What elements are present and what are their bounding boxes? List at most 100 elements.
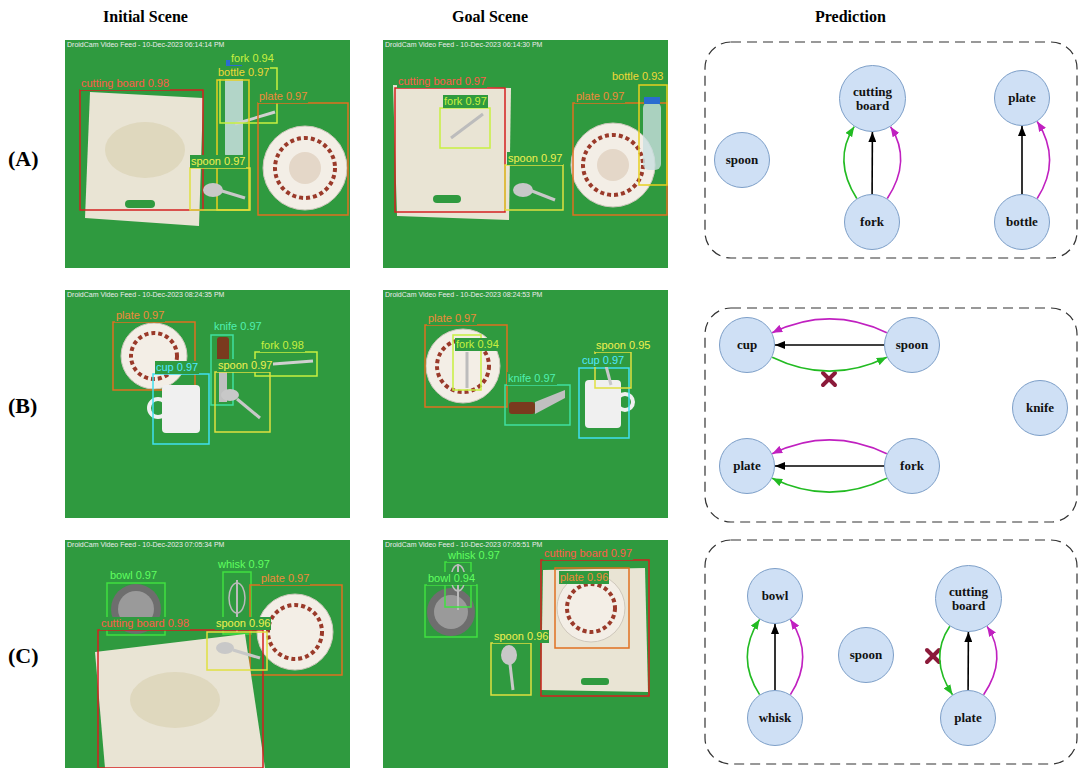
detection-label: fork 0.98 <box>260 339 305 352</box>
node-label: plate <box>733 459 760 473</box>
object-node: bottle <box>994 194 1050 250</box>
object-node: plate <box>940 690 996 746</box>
node-label: cup <box>737 338 757 352</box>
relation-arrow <box>1037 122 1049 199</box>
detection-label: bottle 0.97 <box>217 66 270 79</box>
object-node: fork <box>844 194 900 250</box>
object-node: whisk <box>747 690 803 746</box>
relation-arrow <box>1021 126 1023 194</box>
detection-label: knife 0.97 <box>213 320 263 333</box>
photo-b-initial <box>65 290 350 518</box>
detection-label: fork 0.94 <box>230 52 275 65</box>
detection-label: cup 0.97 <box>581 354 625 367</box>
node-label: fork <box>860 215 884 229</box>
detection-label: fork 0.97 <box>443 95 488 108</box>
column-header: Goal Scene <box>452 8 528 26</box>
node-label: bowl <box>762 589 789 603</box>
relation-arrow <box>747 619 759 694</box>
timestamp: DroidCam Video Feed - 10-Dec-2023 08:24:… <box>385 291 542 299</box>
detection-label: spoon 0.96 <box>493 630 549 643</box>
detection-label: cutting board 0.97 <box>543 547 633 560</box>
relation-arrow <box>774 624 776 690</box>
object-node: plate <box>994 70 1050 126</box>
column-header: Prediction <box>815 8 886 26</box>
detection-label: cup 0.97 <box>155 361 199 374</box>
detection-label: cutting board 0.98 <box>100 617 190 630</box>
relation-arrow <box>967 632 969 690</box>
node-label: cutting board <box>847 85 899 112</box>
detection-label: plate 0.96 <box>559 571 609 584</box>
relation-arrow <box>775 465 884 467</box>
detection-label: spoon 0.95 <box>595 339 651 352</box>
row-label: (C) <box>8 643 39 669</box>
object-node: cup <box>719 317 775 373</box>
detection-label: cutting board 0.97 <box>397 75 487 88</box>
node-label: spoon <box>726 153 759 167</box>
relation-arrow <box>772 440 887 454</box>
photo-b-goal <box>383 290 668 518</box>
object-node: spoon <box>714 132 770 188</box>
detection-label: plate 0.97 <box>115 309 165 322</box>
timestamp: DroidCam Video Feed - 10-Dec-2023 06:14:… <box>385 41 542 49</box>
relation-arrow <box>772 478 887 492</box>
timestamp: DroidCam Video Feed - 10-Dec-2023 07:05:… <box>67 541 224 549</box>
relation-arrow <box>940 626 953 694</box>
detection-label: whisk 0.97 <box>217 558 271 571</box>
column-header: Initial Scene <box>103 8 188 26</box>
graph-panel <box>705 308 1077 522</box>
node-label: spoon <box>850 648 883 662</box>
detection-label: bowl 0.97 <box>109 569 158 582</box>
node-label: whisk <box>759 711 792 725</box>
node-label: spoon <box>896 338 929 352</box>
detection-label: spoon 0.96 <box>215 617 271 630</box>
detection-label: spoon 0.97 <box>190 155 246 168</box>
object-node: bowl <box>747 568 803 624</box>
node-label: knife <box>1026 401 1054 415</box>
photo-c-goal <box>383 540 668 768</box>
object-node: cutting board <box>839 65 906 132</box>
relation-arrow <box>775 344 884 346</box>
cross-mark <box>823 373 835 385</box>
detection-label: plate 0.97 <box>258 90 308 103</box>
row-label: (B) <box>8 393 37 419</box>
node-label: cutting board <box>943 585 995 612</box>
timestamp: DroidCam Video Feed - 10-Dec-2023 08:24:… <box>67 291 224 299</box>
timestamp: DroidCam Video Feed - 10-Dec-2023 07:05:… <box>385 541 542 549</box>
row-label: (A) <box>8 146 39 172</box>
node-label: fork <box>900 459 924 473</box>
object-node: cutting board <box>935 565 1002 632</box>
photo-a-initial <box>65 40 350 268</box>
relation-arrow <box>844 127 857 199</box>
relation-arrow <box>984 626 997 694</box>
detection-label: spoon 0.97 <box>217 359 273 372</box>
detection-label: plate 0.97 <box>260 572 310 585</box>
graph-panel <box>705 540 1077 764</box>
detection-label: spoon 0.97 <box>507 152 563 165</box>
node-label: plate <box>1008 91 1035 105</box>
object-node: knife <box>1012 380 1068 436</box>
cross-mark <box>927 650 939 662</box>
detection-label: whisk 0.97 <box>447 549 501 562</box>
relation-arrow <box>887 127 900 199</box>
object-node: spoon <box>838 627 894 683</box>
detection-label: knife 0.97 <box>507 372 557 385</box>
photo-a-goal <box>383 40 668 268</box>
relation-arrow <box>790 619 802 694</box>
detection-label: bottle 0.93 <box>611 70 664 83</box>
timestamp: DroidCam Video Feed - 10-Dec-2023 06:14:… <box>67 41 224 49</box>
object-node: plate <box>719 438 775 494</box>
relation-arrow <box>871 132 873 194</box>
detection-label: fork 0.94 <box>455 338 500 351</box>
detection-label: bowl 0.94 <box>427 572 476 585</box>
object-node: fork <box>884 438 940 494</box>
node-label: bottle <box>1006 215 1038 229</box>
relation-arrow <box>772 319 887 333</box>
detection-label: cutting board 0.98 <box>80 77 170 90</box>
graph-panel <box>705 42 1077 258</box>
node-label: plate <box>954 711 981 725</box>
detection-label: plate 0.97 <box>427 312 477 325</box>
photo-c-initial <box>65 540 350 768</box>
detection-label: plate 0.97 <box>575 90 625 103</box>
object-node: spoon <box>884 317 940 373</box>
